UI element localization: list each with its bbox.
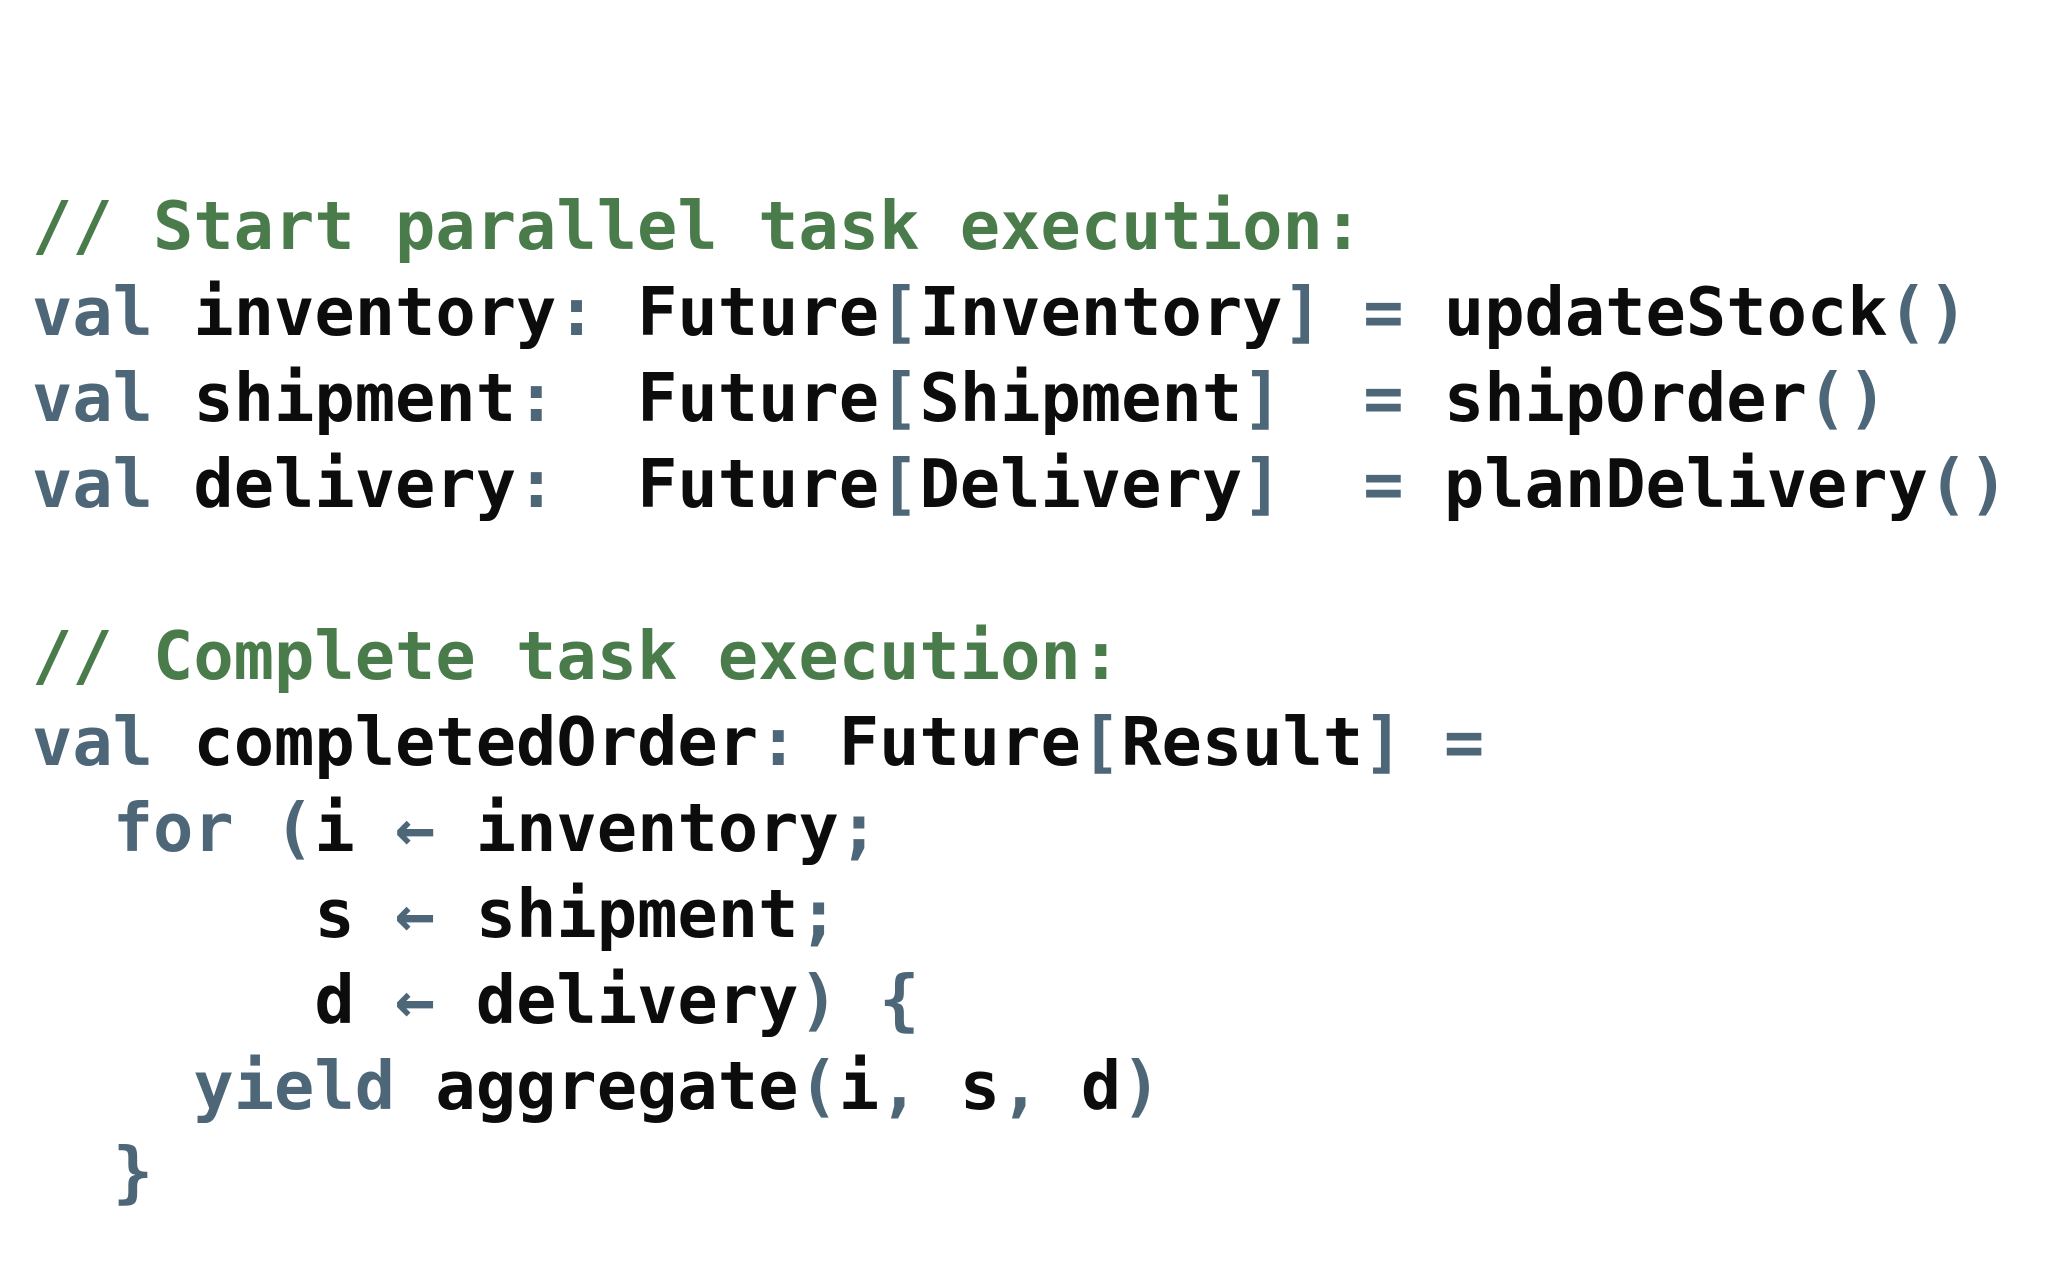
code-token-punct: = (1443, 703, 1485, 781)
code-token-punct: ( (274, 789, 315, 867)
code-token-punct: ] (1363, 703, 1404, 781)
code-line: val inventory: Future[Inventory] = updat… (32, 269, 2009, 355)
code-token-plain: d (32, 961, 396, 1039)
code-token-keyword: for (112, 789, 234, 867)
code-token-punct: : (758, 703, 799, 781)
code-token-punct: () (1927, 445, 2009, 523)
code-token-punct: ( (798, 1047, 839, 1125)
code-token-punct: ] (1282, 273, 1323, 351)
code-token-plain (234, 789, 274, 867)
code-token-plain: Future (556, 359, 880, 437)
code-token-punct: () (1806, 359, 1888, 437)
code-token-punct: ← (395, 789, 436, 867)
code-token-plain: s (32, 875, 396, 953)
code-token-keyword: val (32, 273, 154, 351)
code-token-plain: Future (556, 445, 880, 523)
code-token-punct: = (1363, 445, 1404, 523)
code-token-punct: , (1000, 1047, 1041, 1125)
code-token-plain (1323, 273, 1363, 351)
code-line: val shipment: Future[Shipment] = shipOrd… (32, 355, 2009, 441)
code-token-punct: ; (838, 789, 880, 867)
code-line: } (32, 1129, 2009, 1215)
code-token-plain: inventory (153, 273, 557, 351)
code-token-plain (1404, 703, 1444, 781)
code-token-punct: [ (1080, 703, 1122, 781)
code-token-plain: shipment (153, 359, 517, 437)
code-token-plain (32, 1047, 193, 1125)
code-token-plain: shipOrder (1403, 359, 1807, 437)
code-token-punct: ) (1121, 1047, 1162, 1125)
code-token-plain: s (919, 1047, 1001, 1125)
code-token-punct: : (556, 273, 597, 351)
code-token-plain: updateStock (1403, 273, 1888, 351)
code-token-plain (32, 1133, 113, 1211)
code-token-plain: planDelivery (1403, 445, 1928, 523)
code-token-keyword: val (32, 359, 154, 437)
code-token-plain: Future (798, 703, 1081, 781)
code-line: val completedOrder: Future[Result] = (32, 699, 2009, 785)
code-token-plain: delivery (153, 445, 517, 523)
code-token-punct: () (1887, 273, 1969, 351)
code-token-plain (1283, 359, 1364, 437)
code-token-plain: Result (1121, 703, 1364, 781)
code-token-punct: ← (395, 875, 436, 953)
code-line: val delivery: Future[Delivery] = planDel… (32, 441, 2009, 527)
code-token-punct: ; (798, 875, 839, 953)
code-token-punct: ) { (798, 961, 920, 1039)
code-token-punct: ] (1242, 359, 1283, 437)
code-token-punct: [ (879, 273, 920, 351)
code-token-punct: : (516, 445, 557, 523)
code-token-plain: d (1040, 1047, 1122, 1125)
code-token-comment: // Complete task execution: (32, 617, 1122, 695)
code-line: // Start parallel task execution: (32, 183, 2009, 269)
code-token-punct: } (112, 1133, 154, 1211)
code-line: // Complete task execution: (32, 613, 2009, 699)
code-token-keyword: val (32, 445, 154, 523)
code-token-plain: i (838, 1047, 880, 1125)
code-token-plain: Future (596, 273, 880, 351)
code-line: d ← delivery) { (32, 957, 2009, 1043)
code-line (32, 527, 2009, 613)
code-block: // Start parallel task execution:val inv… (32, 183, 2009, 1215)
code-token-punct: , (879, 1047, 920, 1125)
code-token-punct: ← (395, 961, 436, 1039)
code-line: yield aggregate(i, s, d) (32, 1043, 2009, 1129)
code-token-keyword: val (32, 703, 154, 781)
code-line: s ← shipment; (32, 871, 2009, 957)
code-token-plain: i (314, 789, 396, 867)
code-token-plain (32, 789, 113, 867)
code-token-punct: [ (879, 359, 920, 437)
code-token-plain: delivery (435, 961, 799, 1039)
code-token-punct: = (1363, 359, 1404, 437)
code-token-plain: aggregate (395, 1047, 799, 1125)
code-token-punct: ] (1242, 445, 1283, 523)
code-token-punct: [ (879, 445, 920, 523)
code-line: for (i ← inventory; (32, 785, 2009, 871)
code-token-plain: completedOrder (153, 703, 759, 781)
code-token-punct: = (1363, 273, 1404, 351)
code-token-punct: : (516, 359, 557, 437)
code-token-plain: Delivery (919, 445, 1243, 523)
code-token-plain: shipment (435, 875, 799, 953)
code-token-plain: inventory (435, 789, 839, 867)
code-token-plain: Inventory (919, 273, 1283, 351)
code-token-plain: Shipment (919, 359, 1243, 437)
code-token-plain (1283, 445, 1364, 523)
code-token-comment: // Start parallel task execution: (32, 187, 1364, 265)
code-token-keyword: yield (193, 1047, 396, 1125)
